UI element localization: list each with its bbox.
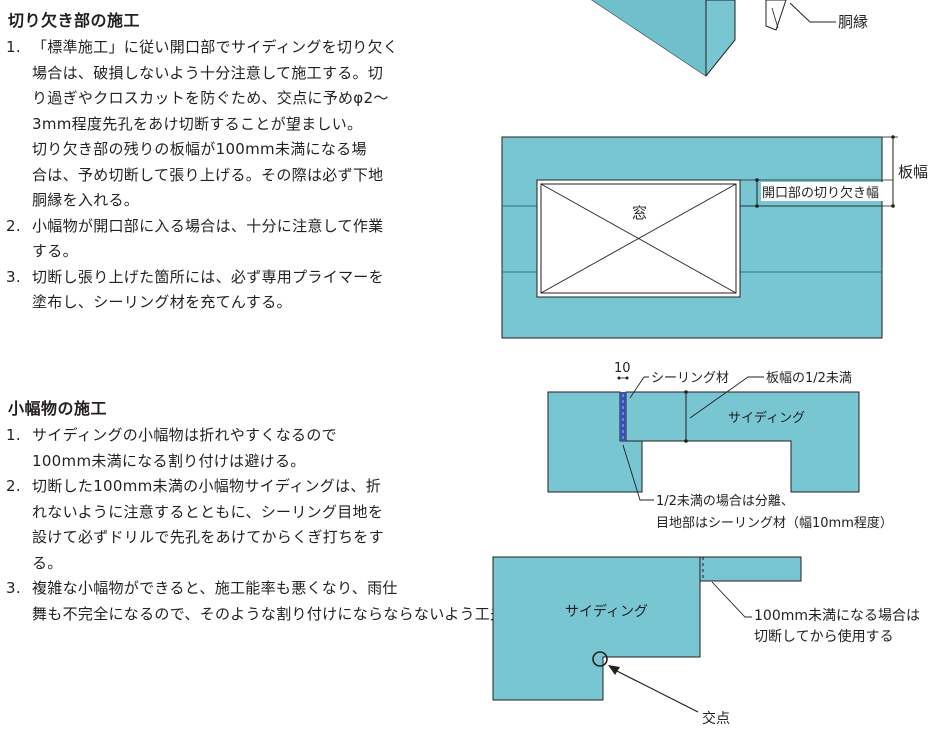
item-number: 3. — [6, 267, 21, 286]
text-line: 塗布し、シーリング材を充てんする。 — [32, 293, 292, 311]
item-number: 2. — [6, 477, 21, 495]
label-sealant: シーリング材 — [651, 371, 729, 386]
window-cross — [540, 183, 737, 294]
dim-tick — [684, 390, 688, 394]
text-line: 「標準施工」に従い開口部でサイディングを切り欠く — [32, 38, 399, 56]
label-bg — [761, 182, 897, 201]
label-note-line1: 1/2未満の場合は分離、 — [656, 494, 794, 509]
label-note-line2: 目地部はシーリング材（幅10mm程度） — [656, 515, 893, 531]
narrow-strip — [699, 556, 802, 582]
label-board-width: 板幅 — [898, 163, 928, 181]
label-bg — [626, 201, 656, 223]
figure-small-piece: サイディング 100mm未満になる場合は 切断してから使用する 交点 — [492, 556, 920, 727]
label-intersection: 交点 — [702, 710, 730, 727]
text-line: れないように注意するとともに、シーリング目地を — [32, 502, 384, 521]
leader-line — [622, 444, 654, 501]
label-notch-width: 開口部の切り欠き幅 — [762, 185, 879, 201]
notch-instructions-list: 1. 「標準施工」に従い開口部でサイディングを切り欠く 場合は、破損しないよう十… — [6, 35, 416, 316]
arrow-head-icon — [608, 665, 620, 675]
item-number: 1. — [6, 38, 21, 56]
leader-line — [629, 376, 649, 399]
text-line: 3mm程度先孔をあけ切断することが望ましい。 — [32, 114, 363, 133]
text-line: 小幅物が開口部に入る場合は、十分に注意して作業 — [32, 216, 384, 235]
dim-tick — [891, 135, 895, 139]
text-line: 胴縁を入れる。 — [32, 191, 140, 209]
item-number: 1. — [6, 426, 21, 444]
text-line: 設けて必ずドリルで先孔をあけてからくぎ打ちをす — [32, 528, 384, 546]
text-line: 切断し張り上げた箇所には、必ず専用プライマーを — [32, 267, 384, 286]
text-line: 100mm未満になる割り付けは避ける。 — [32, 451, 306, 470]
dim-tick — [684, 439, 688, 443]
dim-tick — [617, 376, 621, 380]
list-item: 2. 切断した100mm未満の小幅物サイディングは、折 れないように注意するとと… — [6, 474, 416, 576]
list-item: 2. 小幅物が開口部に入る場合は、十分に注意して作業 する。 — [6, 214, 416, 265]
dim-tick — [755, 204, 759, 208]
list-item: 1. 「標準施工」に従い開口部でサイディングを切り欠く 場合は、破損しないよう十… — [6, 35, 416, 214]
leader-line — [789, 2, 836, 23]
text-line: る。 — [32, 553, 63, 572]
leader-line — [711, 581, 752, 618]
text-line: 合は、予め切断して張り上げる。その際は必ず下地 — [32, 165, 384, 184]
siding-piece — [625, 391, 860, 493]
text-line: 切り欠き部の残りの板幅が100mm未満になる場 — [32, 140, 367, 158]
label-note-line2: 切断してから使用する — [754, 628, 894, 645]
label-siding: サイディング — [565, 603, 648, 620]
dim-tick — [755, 178, 759, 182]
text-line: 複雑な小幅物ができると、施工能率も悪くなり、雨仕 — [32, 579, 398, 597]
leader-line — [689, 376, 764, 419]
text-line: 切断した100mm未満の小幅物サイディングは、折 — [32, 477, 382, 495]
figure-sealant-joint: 10 シーリング材 板幅の1/2未満 サイディング 1/2未満の場合は分離、 目… — [547, 361, 893, 531]
figure-window-opening: 窓 開口部の切り欠き幅 板幅 — [501, 135, 928, 339]
label-note-line1: 100mm未満になる場合は — [754, 608, 920, 624]
arrow-line — [610, 667, 699, 713]
intersection-marker — [592, 651, 608, 667]
furring-strip — [765, 0, 787, 31]
text-line: り過ぎやクロスカットを防ぐため、交点に予めφ2〜 — [32, 89, 389, 107]
label-furring: 胴縁 — [838, 13, 868, 31]
label-siding: サイディング — [728, 410, 805, 426]
item-number: 3. — [6, 579, 21, 597]
dim-tick — [891, 204, 895, 208]
item-number: 2. — [6, 216, 21, 235]
furring-detail — [771, 7, 779, 29]
siding-panel-shade — [592, 0, 706, 76]
label-half-width: 板幅の1/2未満 — [766, 371, 852, 386]
label-10: 10 — [614, 361, 631, 376]
section-title-notch: 切り欠き部の施工 — [8, 11, 141, 30]
figure-furring: 胴縁 — [591, 0, 868, 77]
list-item: 3. 切断し張り上げた箇所には、必ず専用プライマーを 塗布し、シーリング材を充て… — [6, 265, 416, 316]
sealant-bead — [620, 392, 626, 441]
section-title-small-pieces: 小幅物の施工 — [8, 399, 108, 418]
text-line: 場合は、破損しないよう十分注意して施工する。切 — [32, 63, 384, 82]
text-line: する。 — [32, 242, 78, 260]
dim-tick — [625, 376, 629, 380]
list-item: 1. サイディングの小幅物は折れやすくなるので 100mm未満になる割り付けは避… — [6, 423, 416, 474]
label-window: 窓 — [632, 204, 647, 222]
text-line: サイディングの小幅物は折れやすくなるので — [32, 426, 337, 444]
